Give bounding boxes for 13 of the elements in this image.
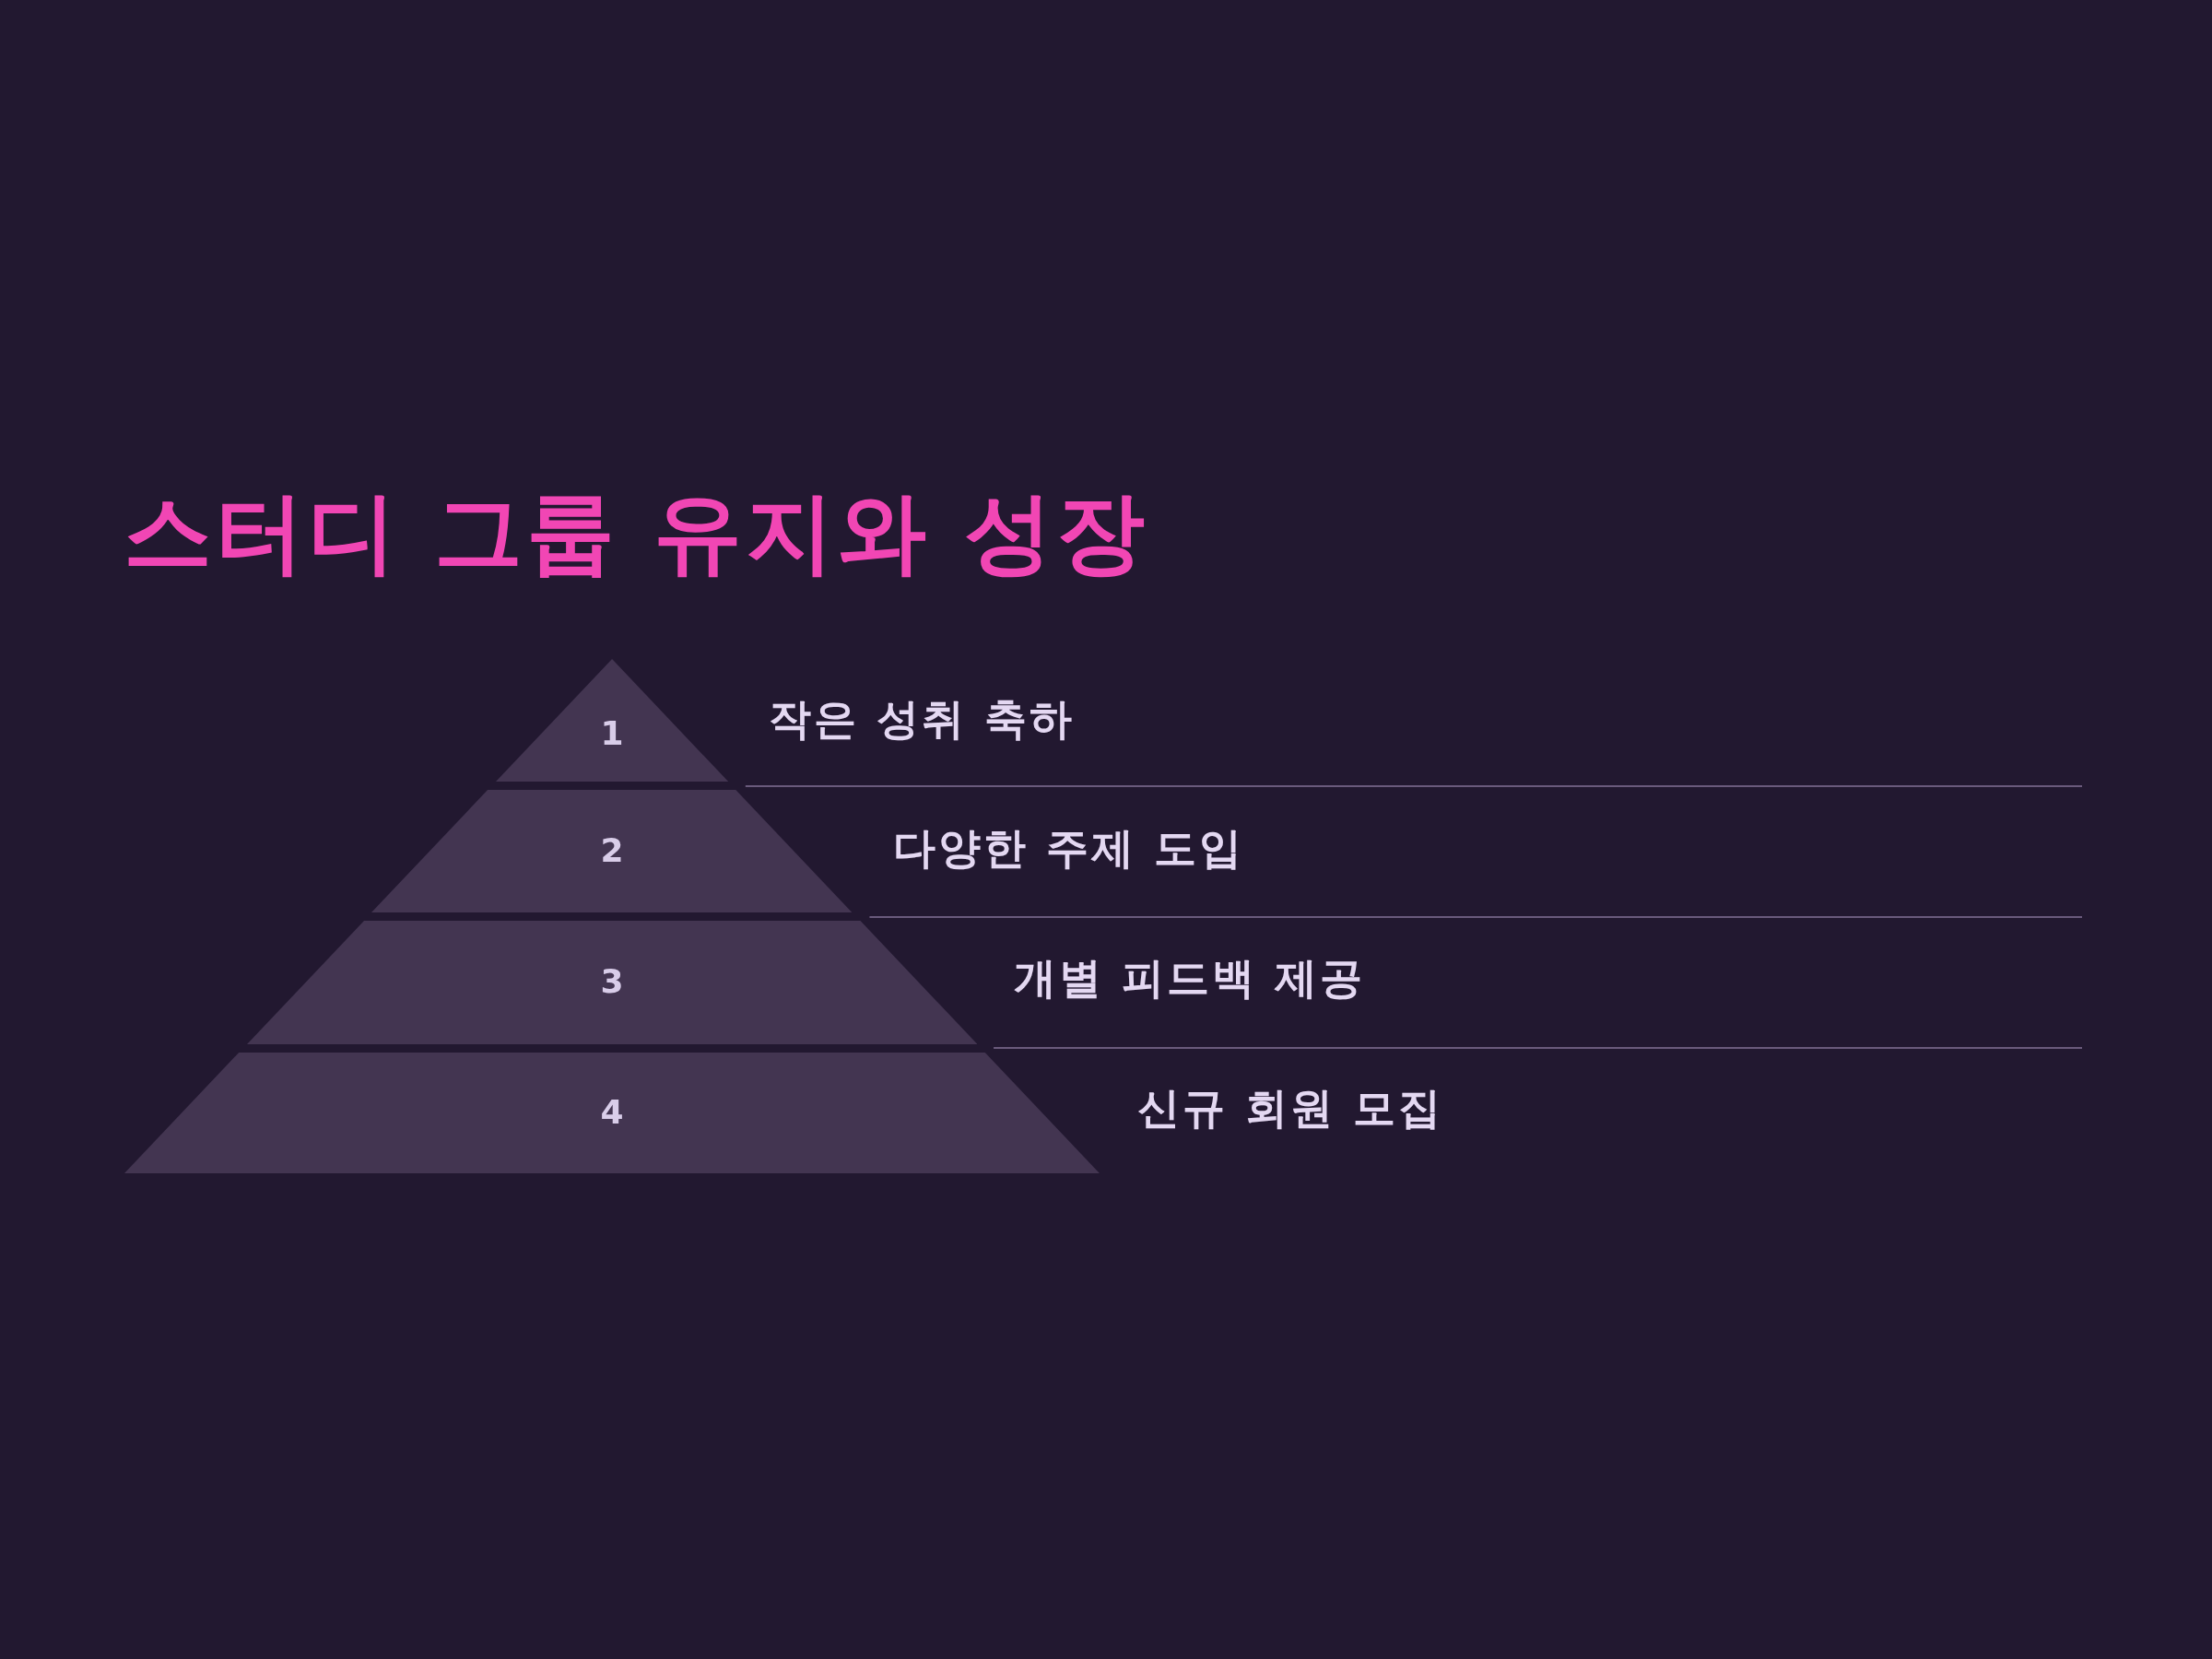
pyramid-layer (246, 921, 978, 1044)
level-number: 3 (600, 962, 624, 1000)
layer-label: 개별 피드백 제공 (1014, 952, 1366, 1005)
level-number: 4 (600, 1092, 624, 1131)
title: 스터디 그룹 유지와 성장 (124, 480, 1149, 586)
layer-label: 다양한 주제 도입 (893, 822, 1245, 875)
layer-label: 신규 회원 모집 (1137, 1082, 1444, 1135)
pyramid-layer (124, 1053, 1100, 1173)
level-number: 2 (600, 830, 624, 869)
pyramid-layer (371, 790, 853, 912)
level-number: 1 (600, 714, 624, 753)
pyramid-layer (495, 659, 729, 782)
layer-label: 작은 성취 축하 (769, 693, 1076, 746)
